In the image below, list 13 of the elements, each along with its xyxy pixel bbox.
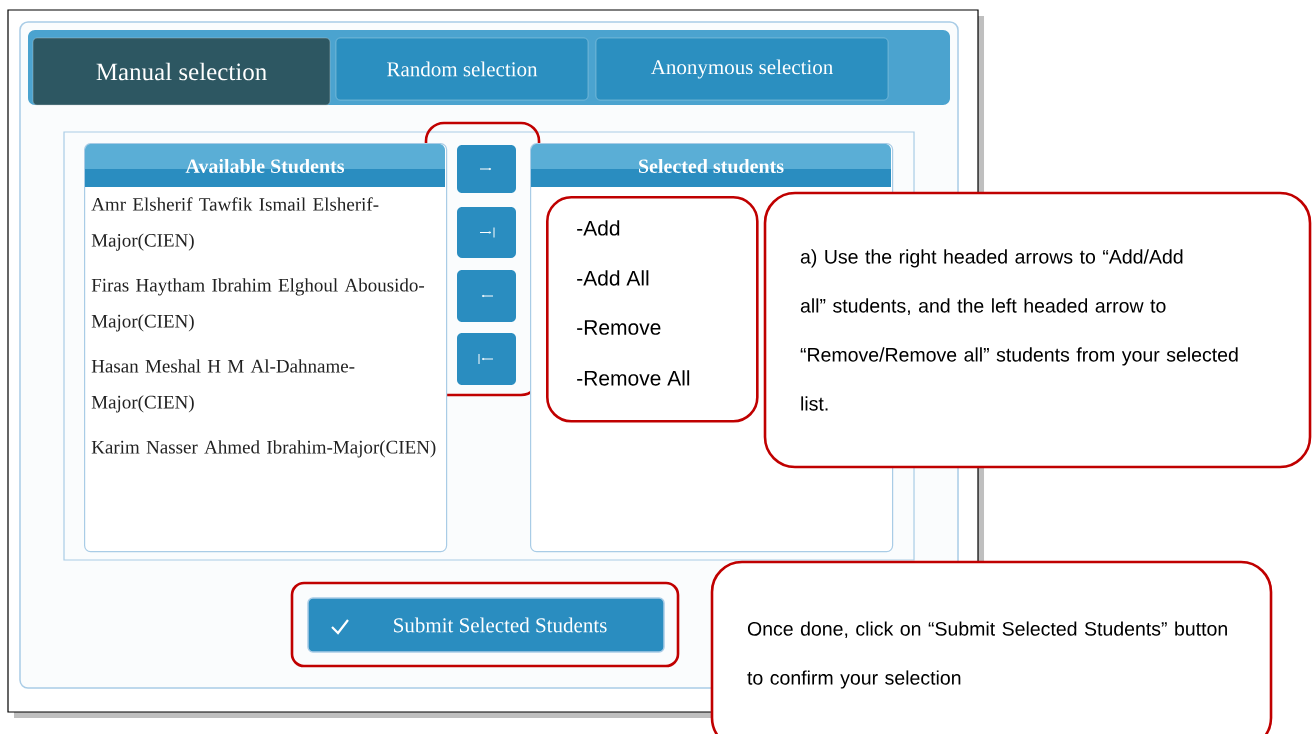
callout-box: a) Use the right headed arrows to “Add/Add all” students, and the left headed arrow to “Remove/Remove all” students from your selected list. xyxy=(763,191,1312,469)
student-name: Hasan Meshal H M Al-Dahname-Major(CIEN) xyxy=(91,359,355,413)
tab: Random selection xyxy=(335,37,589,101)
panel-header: Selected students xyxy=(639,158,784,174)
tab: Anonymous selection xyxy=(595,37,889,101)
student-name: Amr Elsherif Tawfik Ismail Elsherif-Major(CIEN) xyxy=(91,197,379,251)
panel-header: Available Students xyxy=(185,158,345,174)
student-name: Karim Nasser Ahmed Ibrahim-Major(CIEN) xyxy=(91,440,436,458)
callout-box: -Add -Add All -Remove -Remove All xyxy=(546,196,759,423)
tab: Manual selection xyxy=(32,37,331,106)
callout-box: Once done, click on “Submit Selected Students” button to confirm your selection xyxy=(710,560,1273,734)
submit-button: Submit Selected Students xyxy=(307,597,665,653)
student-name: Firas Haytham Ibrahim Elghoul Abousido-Major(CIEN) xyxy=(91,278,425,332)
